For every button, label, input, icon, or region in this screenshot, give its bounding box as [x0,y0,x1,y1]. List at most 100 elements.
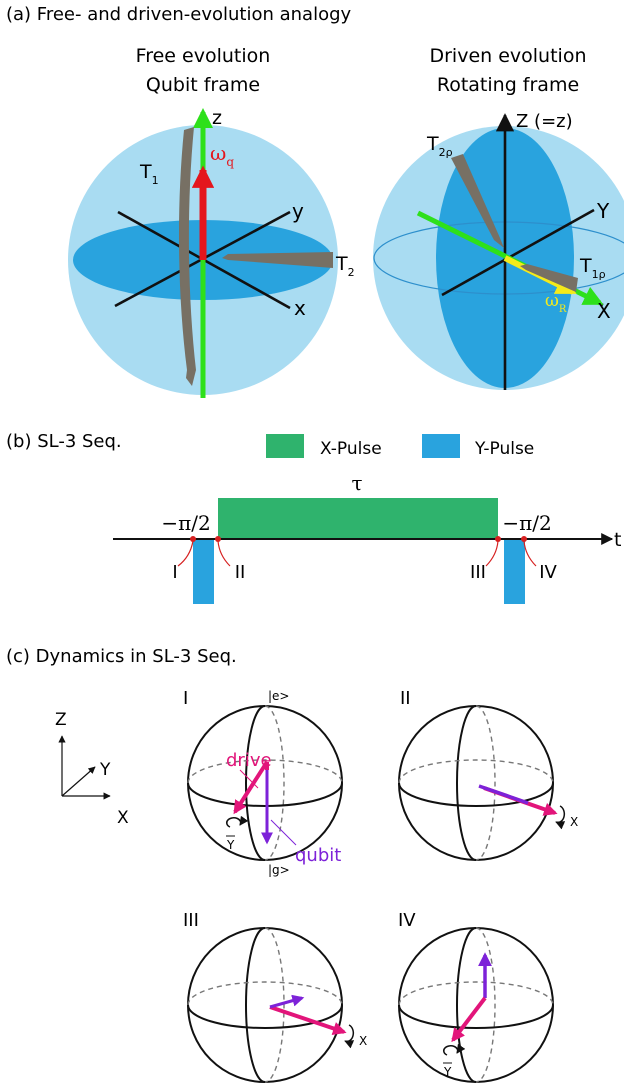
qubit-label: qubit [295,845,341,866]
sphere-ii-back-equator [398,759,554,784]
sphere-iii-rot-axis: X [359,1034,367,1048]
bloch-sphere-i: I |e> |g> drive qubit Y [183,688,343,877]
sphere-ii-label: II [400,688,411,709]
frame-x-label: X [117,808,129,828]
bloch-sphere-iii: III X [183,910,367,1083]
sphere-iv-drive-arrow [451,996,487,1043]
marker-i [190,536,196,542]
marker-iii [495,536,501,542]
point-label-i: I [172,562,177,583]
sphere-iii-label: III [183,910,199,931]
sphere-iv-rotation-icon [443,1043,466,1056]
sphere-i-outline [187,705,343,861]
sphere-i-bottom-state: |g> [268,863,290,877]
t1rho-decay-arrow [520,264,578,292]
x-pulse-block [218,498,498,538]
driven-evolution-sphere: Driven evolution Rotating frame Z (=z) Y… [373,45,624,390]
y-pulse-right [504,538,525,604]
sphere-ii-qubit-arrow [478,784,529,805]
sphere-iv-back-equator [398,981,554,1006]
legend-y-pulse-swatch [422,434,460,458]
marker-ii [215,536,221,542]
z-label-right: Z (=z) [516,111,573,132]
sphere-ii-front-meridian [456,705,477,861]
marker-iv [521,536,527,542]
sphere-iii-outline [187,927,343,1083]
point-label-ii: II [235,562,246,583]
z-label-left: z [212,107,222,129]
sphere-i-label: I [183,688,188,709]
omega-q-label: ωq [210,141,234,169]
t1-label: T1 [139,161,159,187]
t2rho-label: T2ρ [426,133,453,159]
sphere-iv-front-meridian [456,927,477,1083]
sphere-ii-rotation-icon [555,805,566,830]
drive-pointer [239,769,259,789]
sphere-iv-back-meridian [475,927,496,1083]
sphere-iii-front-meridian [245,927,266,1083]
panel-c-label: (c) Dynamics in SL-3 Seq. [6,646,237,667]
sphere-iii-rotation-icon [344,1024,355,1049]
panel-b-label: (b) SL-3 Seq. [6,431,122,452]
x-label-left: x [294,296,306,320]
t1-decay-arrow [178,127,196,386]
sphere-i-top-state: |e> [268,689,289,703]
frame-y-label: Y [99,760,111,780]
rotating-frame-title: Rotating frame [437,74,579,96]
frame-z-label: Z [55,710,67,730]
qubit-pointer [270,819,297,846]
t2rho-decay-arrow [451,154,504,248]
sphere-i-rotation-icon [226,815,249,828]
free-evolution-title: Free evolution [136,45,271,67]
sphere-i-front-meridian [245,705,266,861]
sphere-iii-drive-arrow [269,1005,347,1035]
frame-y-axis [61,766,96,797]
sphere-ii-rot-axis: X [570,815,578,829]
pulse-left-label: −π/2 [161,511,210,535]
sphere-i-back-meridian [264,705,285,861]
y-label-right: Y [596,199,610,223]
legend-x-pulse-swatch [266,434,304,458]
point-label-iii: III [470,562,486,583]
y-pulse-left [193,538,214,604]
sphere-ii-outline [398,705,554,861]
legend-y-pulse-label: Y-Pulse [474,439,534,459]
sphere-iv-label: IV [398,910,416,931]
sequence-markers [177,536,537,567]
free-evolution-sphere: Free evolution Qubit frame z y x ωq T1 T… [68,45,355,398]
pointer-iii [485,540,499,567]
x-label-right: X [597,299,611,323]
y-label-left: y [292,199,304,223]
t1rho-label: T1ρ [579,255,606,281]
qubit-frame-title: Qubit frame [146,74,260,96]
tau-label: τ [351,471,362,495]
pulse-right-label: −π/2 [502,511,551,535]
sphere-iii-front-equator [187,1004,343,1029]
bloch-sphere-ii: II X [398,688,578,861]
pointer-iv [523,540,537,567]
pointer-ii [217,540,231,567]
t2-decay-arrow [222,252,333,268]
drive-label: drive [226,750,272,771]
pointer-i [177,540,194,567]
point-label-iv: IV [539,562,557,583]
t2-label: T2 [335,253,355,279]
frame-axes-legend: Z Y X [55,710,129,828]
panel-a-label: (a) Free- and driven-evolution analogy [6,4,352,25]
sphere-iv-front-equator [398,1004,554,1029]
sphere-iii-back-equator [187,981,343,1006]
legend-x-pulse-label: X-Pulse [320,439,382,459]
sphere-ii-back-meridian [475,705,496,861]
omega-r-label: ωR [545,291,567,315]
driven-evolution-title: Driven evolution [429,45,586,67]
sphere-iii-qubit-arrow [269,994,305,1009]
sphere-i-front-equator [187,782,343,807]
sphere-i-drive-arrow [233,760,269,815]
sphere-i-back-equator [187,759,343,784]
bloch-sphere-iv: IV Y [398,910,554,1083]
time-axis-label: t [614,529,621,551]
y-axis-right [441,208,595,297]
sphere-iv-rot-axis: Y [443,1065,452,1079]
sphere-ii-front-equator [398,782,554,807]
sphere-i-rot-axis: Y [226,838,235,852]
